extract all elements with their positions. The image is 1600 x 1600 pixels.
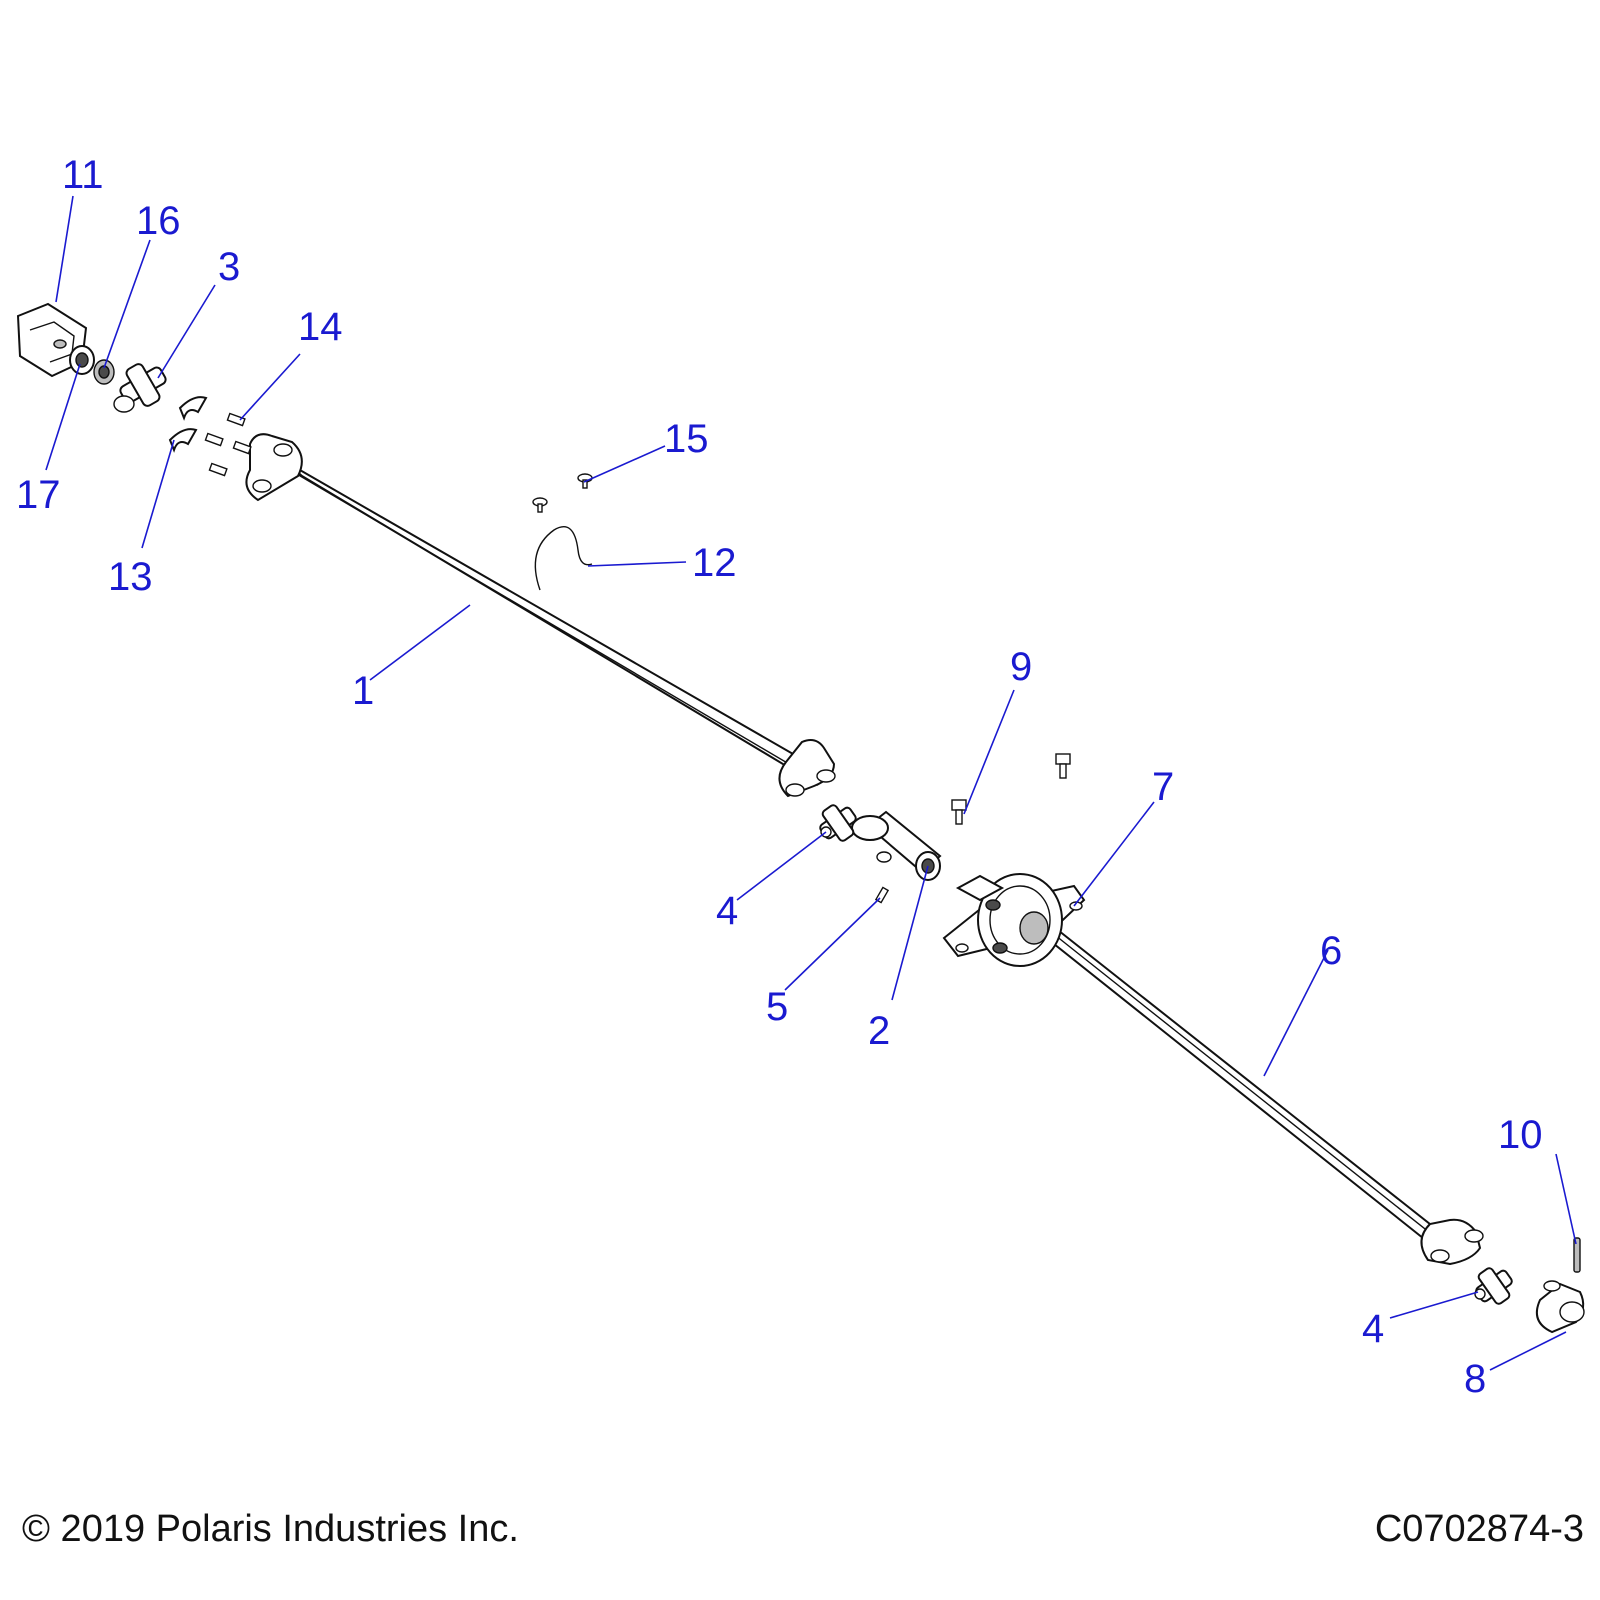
- u-joint-rear: [1474, 1267, 1513, 1305]
- callout-10: 10: [1498, 1113, 1543, 1157]
- callout-8: 8: [1464, 1357, 1486, 1401]
- strap: [168, 428, 198, 453]
- callout-4b: 4: [1362, 1307, 1384, 1351]
- wire-clip: [534, 526, 593, 591]
- carrier-bearing: [942, 873, 1086, 967]
- callout-17: 17: [16, 473, 61, 517]
- callout-12: 12: [692, 541, 737, 585]
- callout-2: 2: [868, 1009, 890, 1053]
- flange-u-joint: [113, 363, 167, 413]
- callout-7: 7: [1152, 765, 1174, 809]
- nut: [93, 359, 115, 385]
- callout-6: 6: [1320, 929, 1342, 973]
- front-prop-shaft: [245, 433, 836, 798]
- callout-3: 3: [218, 245, 240, 289]
- strap: [178, 396, 208, 421]
- carrier-bolt: [951, 799, 967, 825]
- washer: [69, 345, 95, 375]
- callout-4a: 4: [716, 889, 738, 933]
- drawing-number: C0702874-3: [1374, 1508, 1584, 1550]
- rear-end-yoke: [1536, 1280, 1585, 1334]
- strap-bolt: [208, 462, 228, 477]
- callout-9: 9: [1010, 645, 1032, 689]
- strap-bolt: [226, 412, 246, 427]
- rear-prop-shaft: [1029, 907, 1484, 1266]
- callout-11: 11: [62, 153, 104, 197]
- callout-14: 14: [298, 305, 343, 349]
- callout-15: 15: [664, 417, 709, 461]
- u-joint-front: [819, 804, 857, 842]
- carrier-bolt: [1055, 753, 1071, 779]
- copyright-notice: © 2019 Polaris Industries Inc.: [22, 1508, 519, 1550]
- callout-16: 16: [136, 199, 181, 243]
- strap-bolt: [232, 440, 252, 455]
- callout-1: 1: [352, 669, 374, 713]
- push-rivet: [532, 497, 548, 513]
- callout-13: 13: [108, 555, 153, 599]
- callout-5: 5: [766, 985, 788, 1029]
- leader-lines: [45, 195, 1577, 1371]
- slip-yoke: [851, 810, 942, 881]
- strap-bolt: [204, 432, 224, 447]
- roll-pin: [1573, 1237, 1581, 1273]
